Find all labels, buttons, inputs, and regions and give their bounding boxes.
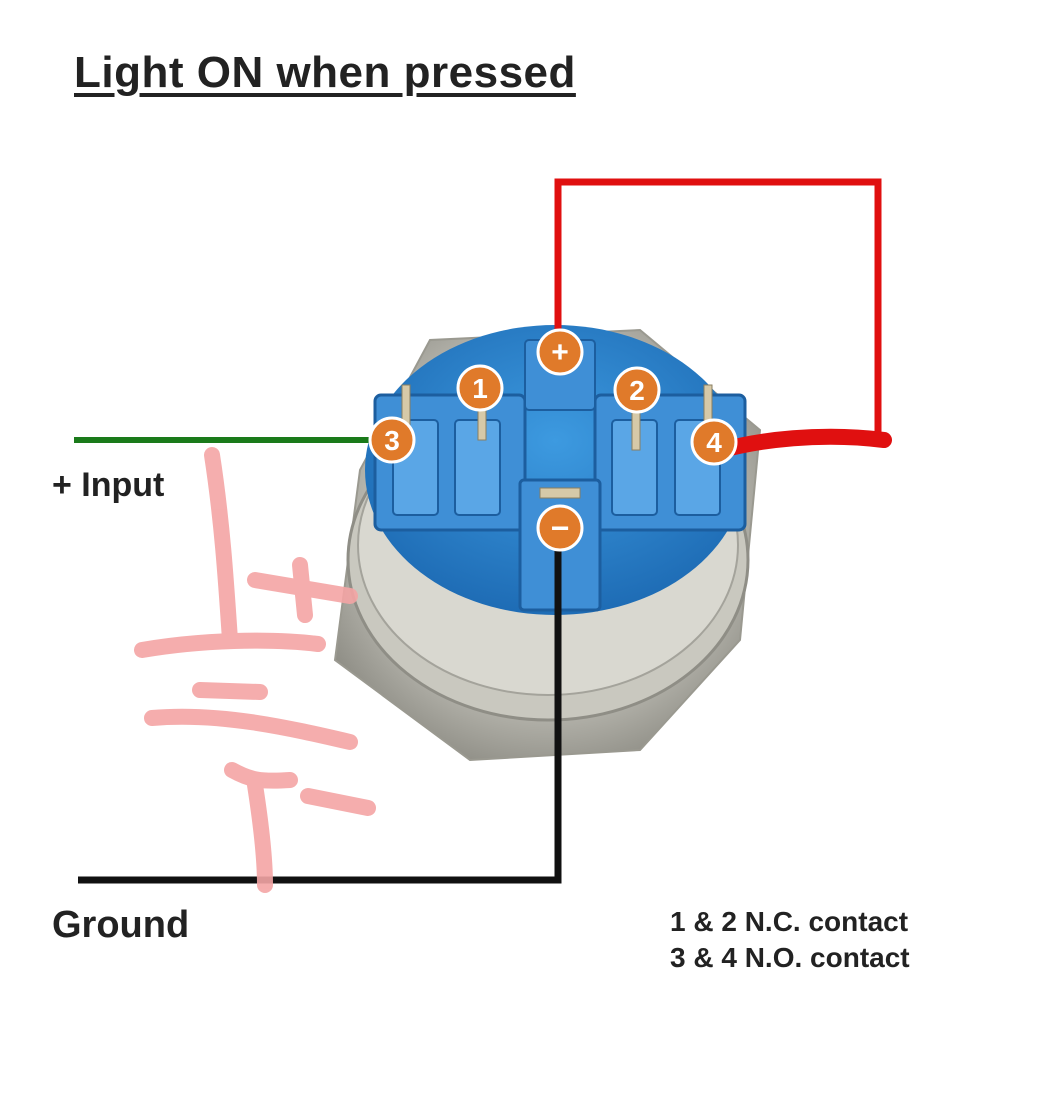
diagram-title: Light ON when pressed <box>74 48 576 97</box>
contact-notes: 1 & 2 N.C. contact 3 & 4 N.O. contact <box>670 904 910 976</box>
terminal-badge-4: 4 <box>690 418 738 466</box>
input-label: + Input <box>52 466 165 504</box>
terminal-4-red-wire <box>714 428 892 458</box>
terminal-badge-plus: + <box>536 328 584 376</box>
ground-wire <box>78 535 562 884</box>
terminal-badge-minus: − <box>536 504 584 552</box>
note-no-contact: 3 & 4 N.O. contact <box>670 942 910 973</box>
terminal-1-label: 1 <box>472 373 488 404</box>
led-positive-wire <box>554 178 882 440</box>
note-nc-contact: 1 & 2 N.C. contact <box>670 906 909 937</box>
battery-sketch <box>134 447 376 893</box>
terminal-badge-3: 3 <box>368 416 416 464</box>
terminal-plus-label: + <box>551 336 569 369</box>
terminal-4-label: 4 <box>706 427 722 458</box>
terminal-minus-label: − <box>551 510 570 546</box>
terminal-3-label: 3 <box>384 425 400 456</box>
terminal-badge-2: 2 <box>613 366 661 414</box>
terminal-badge-1: 1 <box>456 364 504 412</box>
ground-label: Ground <box>52 904 190 946</box>
terminal-2-label: 2 <box>629 375 645 406</box>
